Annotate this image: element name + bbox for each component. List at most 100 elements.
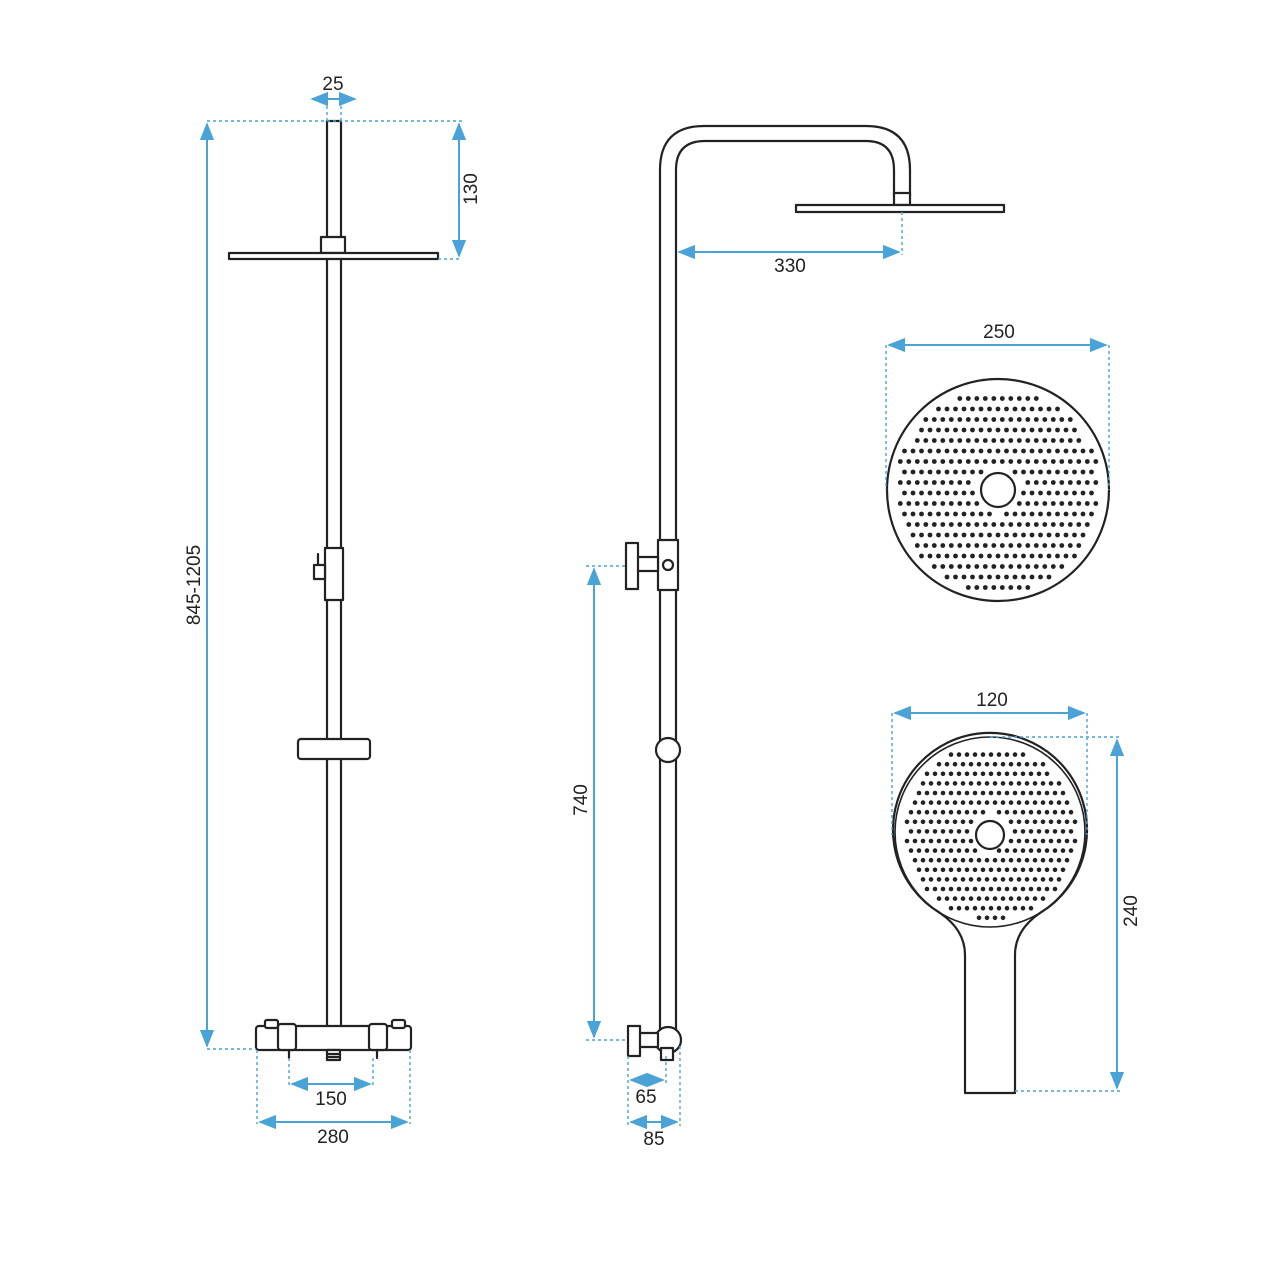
head-nozzle: [1072, 448, 1077, 454]
head-nozzle: [948, 438, 954, 443]
hand-nozzle: [920, 781, 926, 786]
head-top-view: [885, 377, 1111, 603]
hand-nozzle: [944, 781, 950, 786]
head-nozzle: [970, 406, 975, 412]
dim-valve-to-diverter: 740: [571, 784, 592, 816]
hand-shower-view: [891, 731, 1089, 1095]
head-nozzle: [1067, 438, 1073, 443]
hand-nozzle: [996, 752, 1002, 757]
head-nozzle: [931, 522, 937, 527]
hand-nozzle: [1008, 800, 1014, 805]
head-nozzle: [940, 564, 946, 569]
head-nozzle: [927, 490, 933, 496]
hand-nozzle: [916, 790, 922, 796]
hand-nozzle: [964, 829, 970, 834]
head-nozzle: [965, 459, 971, 464]
head-nozzle: [1059, 564, 1065, 569]
head-nozzle: [1038, 448, 1043, 454]
head-nozzle: [1021, 406, 1026, 412]
head-nozzle: [1016, 501, 1022, 506]
hand-nozzle: [1056, 857, 1062, 863]
hand-nozzle: [992, 800, 998, 805]
head-nozzle: [961, 490, 967, 496]
head-nozzle: [927, 448, 933, 454]
hand-nozzle: [992, 761, 998, 767]
hand-nozzle: [924, 886, 930, 892]
head-nozzle: [965, 417, 971, 422]
hand-nozzle: [980, 771, 986, 777]
head-nozzle: [919, 511, 924, 517]
front-slider-sleeve: [323, 546, 345, 602]
hand-nozzle: [1004, 905, 1010, 911]
hand-nozzle: [1024, 896, 1030, 901]
head-nozzle: [1029, 511, 1035, 517]
head-nozzle: [957, 417, 963, 422]
hand-nozzle: [1028, 790, 1034, 796]
head-nozzle: [1012, 532, 1018, 538]
hand-nozzle: [1044, 886, 1050, 892]
hand-nozzle: [1064, 819, 1070, 825]
front-thermostat-cap-right: [390, 1018, 407, 1030]
head-nozzle: [948, 417, 954, 422]
head-nozzle: [948, 522, 954, 527]
head-nozzle: [919, 427, 924, 433]
hand-nozzle: [1020, 829, 1026, 834]
hand-nozzle: [928, 781, 934, 786]
head-nozzle: [923, 501, 929, 506]
head-nozzle: [910, 511, 916, 517]
head-nozzle: [961, 448, 967, 454]
head-nozzle: [999, 417, 1005, 422]
hand-nozzle: [1048, 781, 1054, 786]
head-nozzle: [1021, 532, 1026, 538]
hand-nozzle: [1040, 781, 1046, 786]
hand-nozzle: [1020, 771, 1026, 777]
head-nozzle: [931, 564, 937, 569]
hand-nozzle: [1032, 838, 1038, 844]
head-nozzle: [1033, 438, 1039, 443]
head-nozzle: [1063, 427, 1069, 433]
head-nozzle: [1072, 427, 1077, 433]
head-nozzle: [902, 448, 907, 454]
hand-nozzle: [1056, 800, 1062, 805]
head-nozzle: [1067, 480, 1073, 485]
head-nozzle: [1055, 490, 1060, 496]
hand-nozzle: [984, 877, 990, 882]
head-nozzle: [987, 406, 992, 412]
hand-nozzle: [972, 867, 978, 873]
head-nozzle: [991, 522, 997, 527]
head-nozzle: [991, 585, 997, 590]
head-nozzle: [1059, 480, 1065, 485]
head-nozzle: [927, 511, 933, 517]
head-nozzle: [1072, 469, 1077, 475]
hand-nozzle: [956, 867, 962, 873]
head-nozzle: [987, 427, 992, 433]
head-nozzle: [953, 532, 958, 538]
head-nozzle: [957, 459, 963, 464]
hand-nozzle: [1028, 867, 1034, 873]
hand-nozzle: [956, 809, 962, 815]
side-valve-knob: [626, 1024, 642, 1058]
hand-nozzle: [980, 905, 986, 911]
hand-nozzle: [1036, 809, 1042, 815]
hand-nozzle: [972, 886, 978, 892]
hand-nozzle: [1032, 781, 1038, 786]
hand-nozzle: [1044, 867, 1050, 873]
head-nozzle: [936, 553, 941, 559]
head-nozzle: [1021, 448, 1026, 454]
head-nozzle: [957, 480, 963, 485]
head-nozzle: [995, 532, 1001, 538]
head-nozzle: [974, 501, 980, 506]
head-nozzle: [1055, 511, 1060, 517]
hand-nozzle: [956, 848, 962, 853]
hand-nozzle: [936, 838, 942, 844]
head-nozzle: [1033, 543, 1039, 548]
head-nozzle: [1038, 532, 1043, 538]
hand-nozzle: [908, 848, 914, 853]
hand-nozzle: [904, 819, 910, 825]
hand-nozzle: [968, 800, 974, 805]
hand-nozzle: [924, 790, 930, 796]
head-nozzle: [944, 448, 950, 454]
head-nozzle: [1025, 396, 1031, 401]
head-nozzle: [1029, 469, 1035, 475]
head-nozzle: [1038, 574, 1043, 580]
